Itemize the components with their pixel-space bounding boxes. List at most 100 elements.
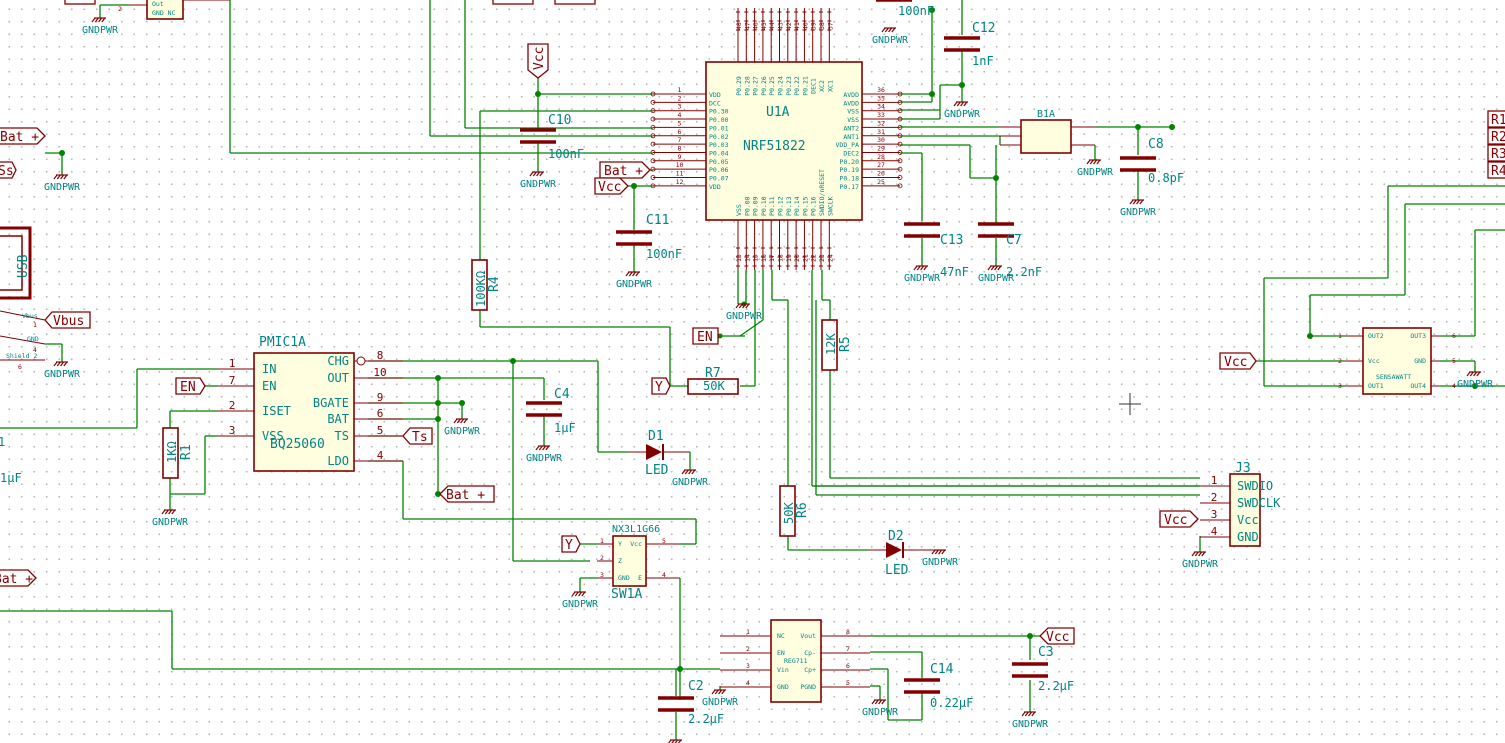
u1-pin-number: 14 <box>743 254 751 262</box>
u1-pin-number: 39 <box>810 22 818 30</box>
u1-pin-number: 9 <box>678 153 682 161</box>
d1-led[interactable]: D1 LED <box>628 429 691 478</box>
u1-pin-name: P0.25 <box>768 76 776 96</box>
bat-label-left-top[interactable]: Bat + <box>0 127 46 145</box>
u1-pin-number: 29 <box>877 144 885 152</box>
u1-chip[interactable]: 1VDD2DCC3P0.304P0.005P0.016P0.027P0.038P… <box>650 8 903 270</box>
en-label-u1[interactable]: EN <box>692 327 719 345</box>
c2-value: 2.2µF <box>688 712 724 726</box>
ss-label-text: Ss <box>0 164 14 179</box>
c10-capacitor[interactable]: C10 100nF <box>520 113 584 161</box>
gndpwr-symbol: GNDPWR <box>44 361 81 380</box>
r7-resistor[interactable]: 50K R7 <box>687 366 739 395</box>
c2-capacitor[interactable]: C2 2.2µF <box>658 679 724 726</box>
sw1-pin-name: GND <box>618 574 630 582</box>
r4-resistor[interactable]: 100KΩ R4 <box>471 259 502 311</box>
vcc-label-sens[interactable]: Vcc <box>1219 352 1257 370</box>
u1-pin-number: 38 <box>818 22 826 30</box>
r5-ref: R5 <box>838 336 853 352</box>
r7-value: 50K <box>703 379 725 393</box>
u1-pin-name: ANT1 <box>843 133 859 141</box>
sw1-ref: SW1A <box>611 587 642 602</box>
bat-label-u1[interactable]: Bat + <box>599 161 651 179</box>
r6-resistor[interactable]: 50K R6 <box>779 485 810 537</box>
b1-component[interactable]: B1A <box>1000 109 1096 160</box>
sw1-pin-number: 1 <box>600 537 604 545</box>
sw1-value: NX3L1G66 <box>612 524 660 535</box>
reg-pin-number: 5 <box>846 679 850 687</box>
u1-pin-number: 2 <box>678 94 682 102</box>
c3-ref: C3 <box>1038 645 1054 660</box>
y-label-u1[interactable]: Y <box>651 377 671 395</box>
ts-label[interactable]: Ts <box>402 427 433 445</box>
r-label-4: R4 <box>1491 164 1505 179</box>
u1-pin-name: SWDIO/nRESET <box>818 169 826 216</box>
u1-pin-name: P0.14 <box>793 196 801 216</box>
u1-pin-name: P0.09 <box>752 196 760 216</box>
ss-label[interactable]: Ss <box>0 161 17 179</box>
r-label-3: R3 <box>1491 147 1505 162</box>
net-labels: Vcc Bat + Vcc EN Y EN Ts Bat + <box>0 43 1505 645</box>
c11-ref: C11 <box>646 213 669 228</box>
en-label-pmic[interactable]: EN <box>175 377 206 395</box>
ctop-capacitor[interactable]: 100nF <box>876 0 934 18</box>
c4-capacitor[interactable]: C4 1µF <box>526 387 576 435</box>
y-label-sw1[interactable]: Y <box>561 535 581 553</box>
reg-pin-number: 3 <box>746 662 750 670</box>
pmic-pin-name: EN <box>262 379 276 393</box>
u1-pin-number: 25 <box>877 178 885 186</box>
r5-resistor[interactable]: 12K R5 <box>821 319 853 371</box>
u1-pin-name: AVDD <box>843 91 859 99</box>
vbus-label[interactable]: Vbus <box>44 311 91 329</box>
c7-capacitor[interactable]: C7 2.2nF <box>978 222 1042 279</box>
vcc-label-j3[interactable]: Vcc <box>1159 510 1199 528</box>
gndpwr-label: GNDPWR <box>616 279 653 290</box>
c8-capacitor[interactable]: C8 0.8pF <box>1120 137 1184 185</box>
c3-capacitor[interactable]: C3 2.2µF <box>1012 645 1074 693</box>
u1-pin-name: P0.04 <box>709 149 729 157</box>
svg-text:4: 4 <box>33 346 37 354</box>
u1-pin-name: P0.19 <box>839 166 859 174</box>
usb-connector[interactable]: USB Vbus 1 GND 4 Shield 2 6 <box>0 226 46 371</box>
r6-ref: R6 <box>795 502 810 518</box>
r1-resistor[interactable]: 1KΩ R1 <box>162 427 194 479</box>
c3-value: 2.2µF <box>1038 679 1074 693</box>
u1-pin-number: 8 <box>678 144 682 152</box>
vcc-label-u1[interactable]: Vcc <box>594 177 629 195</box>
u1-pin-number: 35 <box>877 94 885 102</box>
cut-pin-1: 1 <box>0 435 5 449</box>
r7-ref: R7 <box>705 366 721 381</box>
vcc-label-top[interactable]: Vcc <box>527 43 549 79</box>
usb-vbus-pin-name: Vbus <box>22 312 38 320</box>
bat-label-left-bottom[interactable]: Bat + <box>0 569 37 587</box>
gndpwr-symbol: GNDPWR <box>862 699 899 718</box>
u1-pin-name: P0.17 <box>839 183 859 191</box>
u1-pin-name: P0.13 <box>785 196 793 216</box>
pmic-pin-number: 2 <box>229 399 236 412</box>
sens-pin-name: Vcc <box>1368 357 1380 365</box>
u1-pin-number: 48 <box>735 22 743 30</box>
u1-pin-name: XC2 <box>818 80 826 92</box>
u1-pin-number: 16 <box>760 254 768 262</box>
c12-capacitor[interactable]: C12 1nF <box>944 21 995 68</box>
gndpwr-symbol: GNDPWR <box>922 549 959 568</box>
c4-ref: C4 <box>554 387 570 402</box>
c14-capacitor[interactable]: C14 0.22µF <box>904 662 973 710</box>
c11-capacitor[interactable]: C11 100nF <box>616 213 682 261</box>
bat-label-pmic[interactable]: Bat + <box>439 485 495 503</box>
u1-pin-number: 3 <box>678 103 682 111</box>
vcc-label-reg[interactable]: Vcc <box>1039 627 1075 645</box>
sw1-pin-name: Vcc <box>630 540 642 548</box>
sw1-pin-name: E <box>638 574 642 582</box>
u1-pin-number: 26 <box>877 170 885 178</box>
c13-capacitor[interactable]: C13 47nF <box>904 222 969 279</box>
d2-led[interactable]: D2 LED <box>868 529 940 578</box>
